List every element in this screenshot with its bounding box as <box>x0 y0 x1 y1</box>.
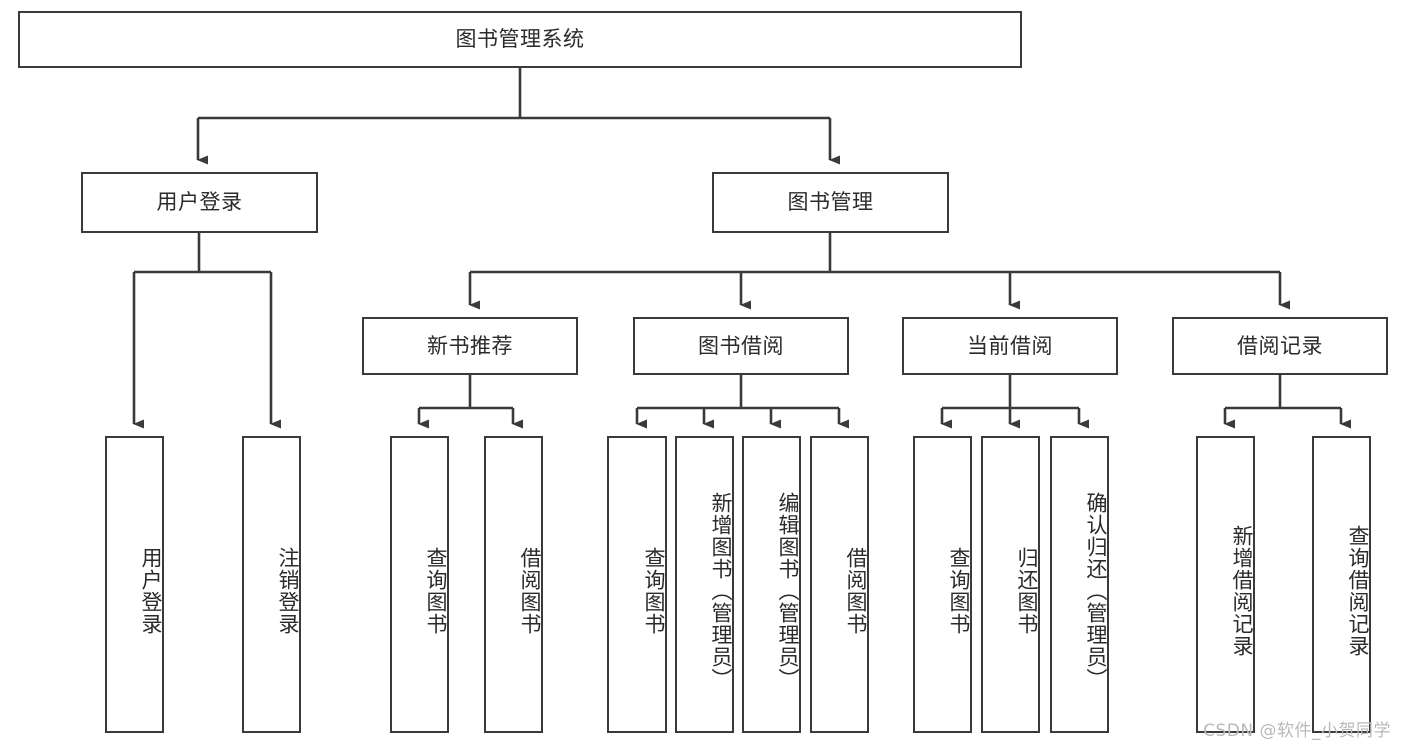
leaf-query-book-borrow[interactable]: 查询图书 <box>607 436 667 733</box>
leaf-borrow-book[interactable]: 借阅图书 <box>810 436 869 733</box>
leaf-query-borrow-record[interactable]: 查询借阅记录 <box>1312 436 1371 733</box>
node-current-borrow[interactable]: 当前借阅 <box>902 317 1118 375</box>
leaf-add-book-admin-label: 新增图书（管理员） <box>709 491 733 690</box>
node-root-label: 图书管理系统 <box>455 27 585 52</box>
leaf-logout-login-label: 注销登录 <box>276 546 300 635</box>
node-book-borrow-label: 图书借阅 <box>698 333 784 358</box>
node-root[interactable]: 图书管理系统 <box>18 11 1022 68</box>
node-current-borrow-label: 当前借阅 <box>967 333 1053 358</box>
node-new-book-recommend[interactable]: 新书推荐 <box>362 317 578 375</box>
leaf-edit-book-admin-label: 编辑图书（管理员） <box>776 491 800 690</box>
node-user-login-label: 用户登录 <box>156 190 243 215</box>
leaf-logout-login[interactable]: 注销登录 <box>242 436 301 733</box>
node-book-management-label: 图书管理 <box>787 190 874 215</box>
leaf-borrow-book-recommend[interactable]: 借阅图书 <box>484 436 543 733</box>
leaf-edit-book-admin[interactable]: 编辑图书（管理员） <box>742 436 801 733</box>
node-new-book-recommend-label: 新书推荐 <box>427 333 513 358</box>
leaf-query-book-recommend[interactable]: 查询图书 <box>390 436 449 733</box>
leaf-add-borrow-record[interactable]: 新增借阅记录 <box>1196 436 1255 733</box>
node-borrow-record[interactable]: 借阅记录 <box>1172 317 1388 375</box>
leaf-add-book-admin[interactable]: 新增图书（管理员） <box>675 436 734 733</box>
leaf-user-login[interactable]: 用户登录 <box>105 436 164 733</box>
leaf-return-book[interactable]: 归还图书 <box>981 436 1040 733</box>
node-borrow-record-label: 借阅记录 <box>1237 333 1323 358</box>
node-user-login[interactable]: 用户登录 <box>81 172 318 233</box>
leaf-borrow-book-recommend-label: 借阅图书 <box>518 546 542 635</box>
leaf-user-login-label: 用户登录 <box>139 546 163 635</box>
leaf-return-book-label: 归还图书 <box>1015 546 1039 635</box>
leaf-borrow-book-label: 借阅图书 <box>844 546 868 635</box>
leaf-query-book-recommend-label: 查询图书 <box>424 546 448 635</box>
leaf-query-borrow-record-label: 查询借阅记录 <box>1346 524 1370 657</box>
leaf-query-book-current[interactable]: 查询图书 <box>913 436 972 733</box>
csdn-watermark: CSDN @软件_小贺同学 <box>1203 721 1391 741</box>
leaf-confirm-return-admin[interactable]: 确认归还（管理员） <box>1050 436 1109 733</box>
leaf-confirm-return-admin-label: 确认归还（管理员） <box>1084 491 1108 690</box>
leaf-add-borrow-record-label: 新增借阅记录 <box>1230 524 1254 657</box>
leaf-query-book-current-label: 查询图书 <box>947 546 971 635</box>
leaf-query-book-borrow-label: 查询图书 <box>642 546 666 635</box>
node-book-management[interactable]: 图书管理 <box>712 172 949 233</box>
node-book-borrow[interactable]: 图书借阅 <box>633 317 849 375</box>
